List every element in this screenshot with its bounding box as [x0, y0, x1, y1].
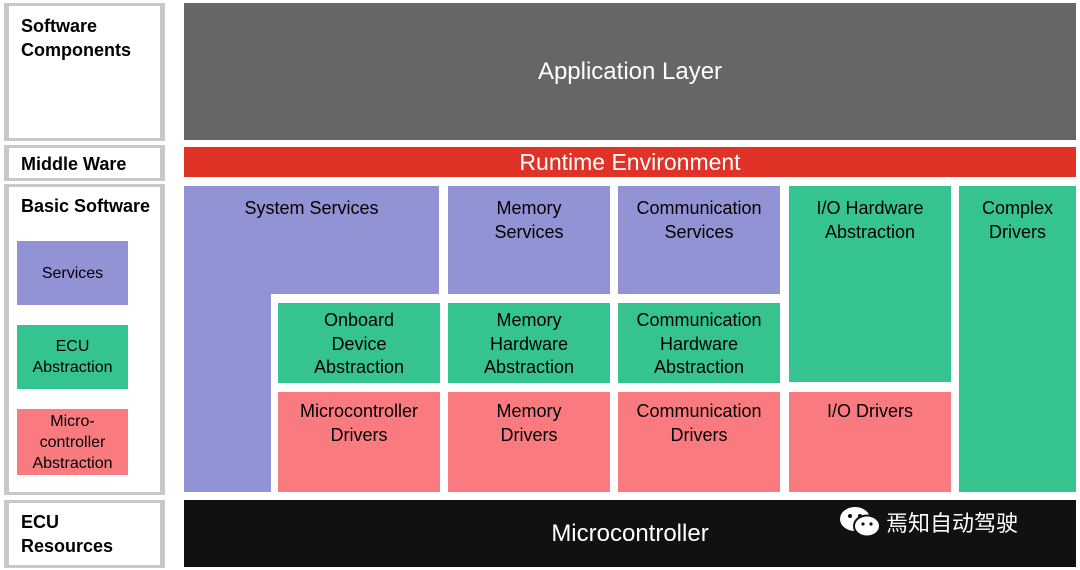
legend-basic-software: Basic Software Services ECU Abstraction …: [4, 184, 165, 495]
legend-middle-ware: Middle Ware: [4, 145, 165, 181]
legend-ecu-abstraction-swatch: ECU Abstraction: [17, 325, 128, 389]
io-drivers: I/O Drivers: [789, 392, 951, 492]
application-layer: Application Layer: [184, 3, 1076, 140]
legend-software-components-label: Software Components: [21, 16, 131, 60]
onboard-device-abstraction: Onboard Device Abstraction: [278, 303, 440, 383]
communication-hardware-abstraction: Communication Hardware Abstraction: [618, 303, 780, 383]
runtime-environment: Runtime Environment: [184, 147, 1076, 177]
application-layer-label: Application Layer: [537, 57, 723, 85]
microcontroller-drivers: Microcontroller Drivers: [278, 392, 440, 492]
legend-ecu-resources-label: ECU Resources: [21, 512, 114, 556]
memory-services: Memory Services: [448, 186, 610, 294]
legend-software-components: Software Components: [4, 3, 165, 141]
legend-ecu-resources: ECU Resources: [4, 500, 165, 568]
legend-basic-software-label: Basic Software: [21, 196, 151, 216]
watermark-text: 焉知自动驾驶: [886, 512, 1019, 537]
io-hardware-abstraction: I/O Hardware Abstraction: [789, 186, 951, 382]
complex-drivers: Complex Drivers: [959, 186, 1076, 492]
legend-services-swatch: Services: [17, 241, 128, 305]
system-services: System Services: [184, 186, 439, 294]
legend-microcontroller-abstraction-swatch: Micro- controller Abstraction: [17, 409, 128, 475]
memory-drivers: Memory Drivers: [448, 392, 610, 492]
runtime-environment-label: Runtime Environment: [519, 148, 741, 175]
microcontroller-layer-label: Microcontroller: [551, 519, 709, 547]
communication-services: Communication Services: [618, 186, 780, 294]
watermark: 焉知自动驾驶: [838, 506, 1018, 538]
microcontroller-layer: Microcontroller: [184, 500, 1076, 567]
legend-middle-ware-label: Middle Ware: [21, 154, 127, 174]
communication-drivers: Communication Drivers: [618, 392, 780, 492]
memory-hardware-abstraction: Memory Hardware Abstraction: [448, 303, 610, 383]
wechat-icon: [840, 507, 881, 538]
